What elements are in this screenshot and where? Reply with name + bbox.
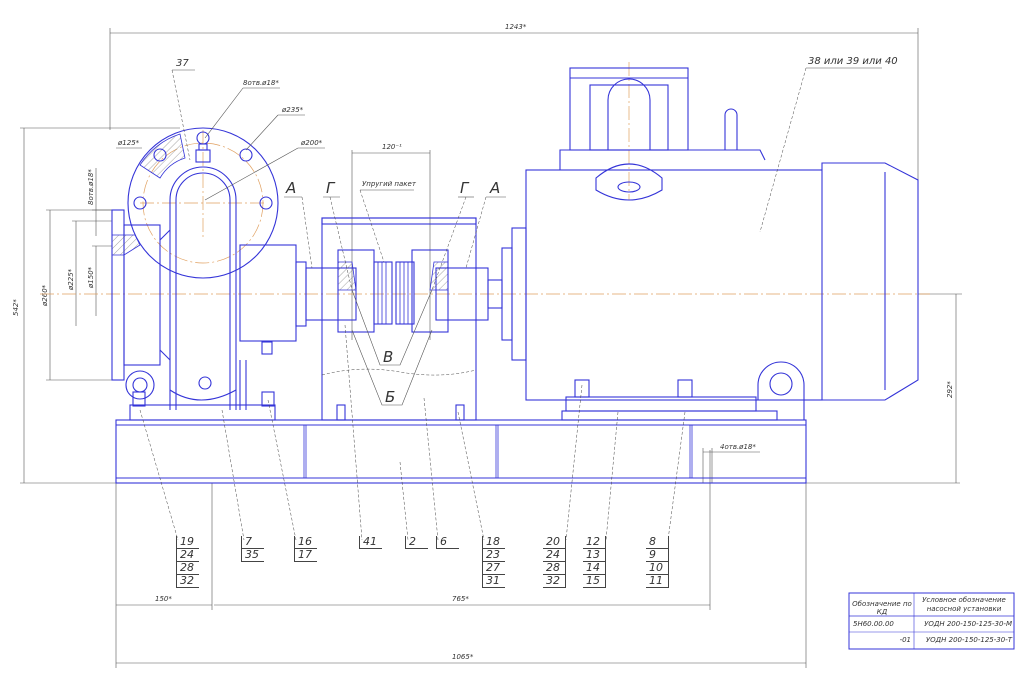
table-cell: УОДН 200-150-125-30-М: [924, 620, 1012, 628]
dim-anchor-spacing: 765*: [452, 595, 469, 603]
coupling: [305, 217, 503, 421]
part-number: 18: [482, 536, 505, 549]
part-number: 7: [241, 536, 264, 549]
dim-overall-length: 1243*: [505, 23, 527, 31]
part-number: 15: [583, 575, 605, 588]
dim-flange-d260: ø260*: [41, 284, 49, 307]
leader-stack-g4: 41: [359, 536, 382, 549]
part-number: 11: [646, 575, 668, 588]
leader-stack-g7: 18 23 27 31: [482, 536, 505, 588]
part-number: 23: [482, 549, 505, 562]
part-number: 32: [543, 575, 565, 588]
leader-stack-g6: 6: [436, 536, 459, 549]
base-frame: [115, 419, 807, 484]
table-header-installation: Условное обозначение насосной установки: [922, 596, 1006, 613]
part-number: 14: [583, 562, 605, 575]
leader-stack-g5: 2: [405, 536, 428, 549]
leader-stack-g8: 20 24 28 32: [543, 536, 566, 588]
part-number: 2: [405, 536, 428, 549]
callout-motor: 38 или 39 или 40: [808, 56, 898, 67]
part-number: 28: [176, 562, 199, 575]
leader-stack-g2: 7 35: [241, 536, 264, 562]
part-number: 16: [294, 536, 317, 549]
callout-section-a-left: А: [285, 179, 296, 197]
callout-section-g-right: Г: [460, 179, 470, 197]
callout-section-a-right: А: [489, 179, 500, 197]
part-number: 28: [543, 562, 565, 575]
table-header-designation: Обозначение по КД: [852, 600, 912, 616]
part-number: 8: [646, 536, 668, 549]
dim-overall-height: 542*: [12, 299, 20, 316]
part-number: 6: [436, 536, 459, 549]
dim-flange-d150: ø150*: [87, 266, 95, 289]
motor: [501, 67, 919, 421]
callout-view-v: В: [383, 348, 393, 366]
callout-elastic-pack: Упругий пакет: [362, 180, 417, 188]
part-number: 12: [583, 536, 605, 549]
part-number: 24: [543, 549, 565, 562]
leader-stack-g1: 19 24 28 32: [176, 536, 199, 588]
dim-coupling-gap: 120⁻¹: [382, 143, 402, 151]
callout-view-b: Б: [385, 388, 395, 406]
leader-stack-g3: 16 17: [294, 536, 317, 562]
dim-axis-height: 292*: [946, 381, 954, 398]
callout-section-g-left: Г: [326, 179, 336, 197]
dim-base-length: 1065*: [452, 653, 474, 661]
dim-offset-left: 150*: [155, 595, 172, 603]
dim-outlet-d235: ø235*: [281, 106, 304, 114]
part-number: 27: [482, 562, 505, 575]
part-number: 31: [482, 575, 505, 588]
part-number: 41: [359, 536, 382, 549]
dim-outlet-d125: ø125*: [117, 139, 140, 147]
leader-stack-g9: 12 13 14 15: [583, 536, 606, 588]
table-cell: 5Н60.00.00: [853, 620, 894, 628]
leader-stack-g10: 8 9 10 11: [646, 536, 669, 588]
dim-bolt-holes-outlet: 8отв.ø18*: [243, 79, 279, 87]
dim-flange-d225: ø225*: [67, 268, 75, 291]
part-number: 32: [176, 575, 199, 588]
dim-bolt-holes-inlet: 8отв.ø18*: [87, 169, 95, 205]
part-number: 20: [543, 536, 565, 549]
table-cell: УОДН 200-150-125-30-Т: [925, 636, 1012, 644]
callouts: 37 8отв.ø18* ø235* ø200* ø125* 38 или 39…: [116, 56, 898, 541]
dim-anchor-holes: 4отв.ø18*: [720, 443, 756, 451]
center-lines: [40, 62, 930, 295]
table-cell: -01: [899, 636, 911, 644]
part-number: 9: [646, 549, 668, 562]
part-number: 35: [241, 549, 264, 562]
part-number: 19: [176, 536, 199, 549]
pump: [111, 127, 307, 421]
part-number: 10: [646, 562, 668, 575]
part-number: 13: [583, 549, 605, 562]
part-number: 17: [294, 549, 317, 562]
callout-pump-part: 37: [176, 58, 189, 69]
part-number: 24: [176, 549, 199, 562]
designation-table: [848, 592, 1015, 650]
dim-outlet-d200: ø200*: [300, 139, 323, 147]
